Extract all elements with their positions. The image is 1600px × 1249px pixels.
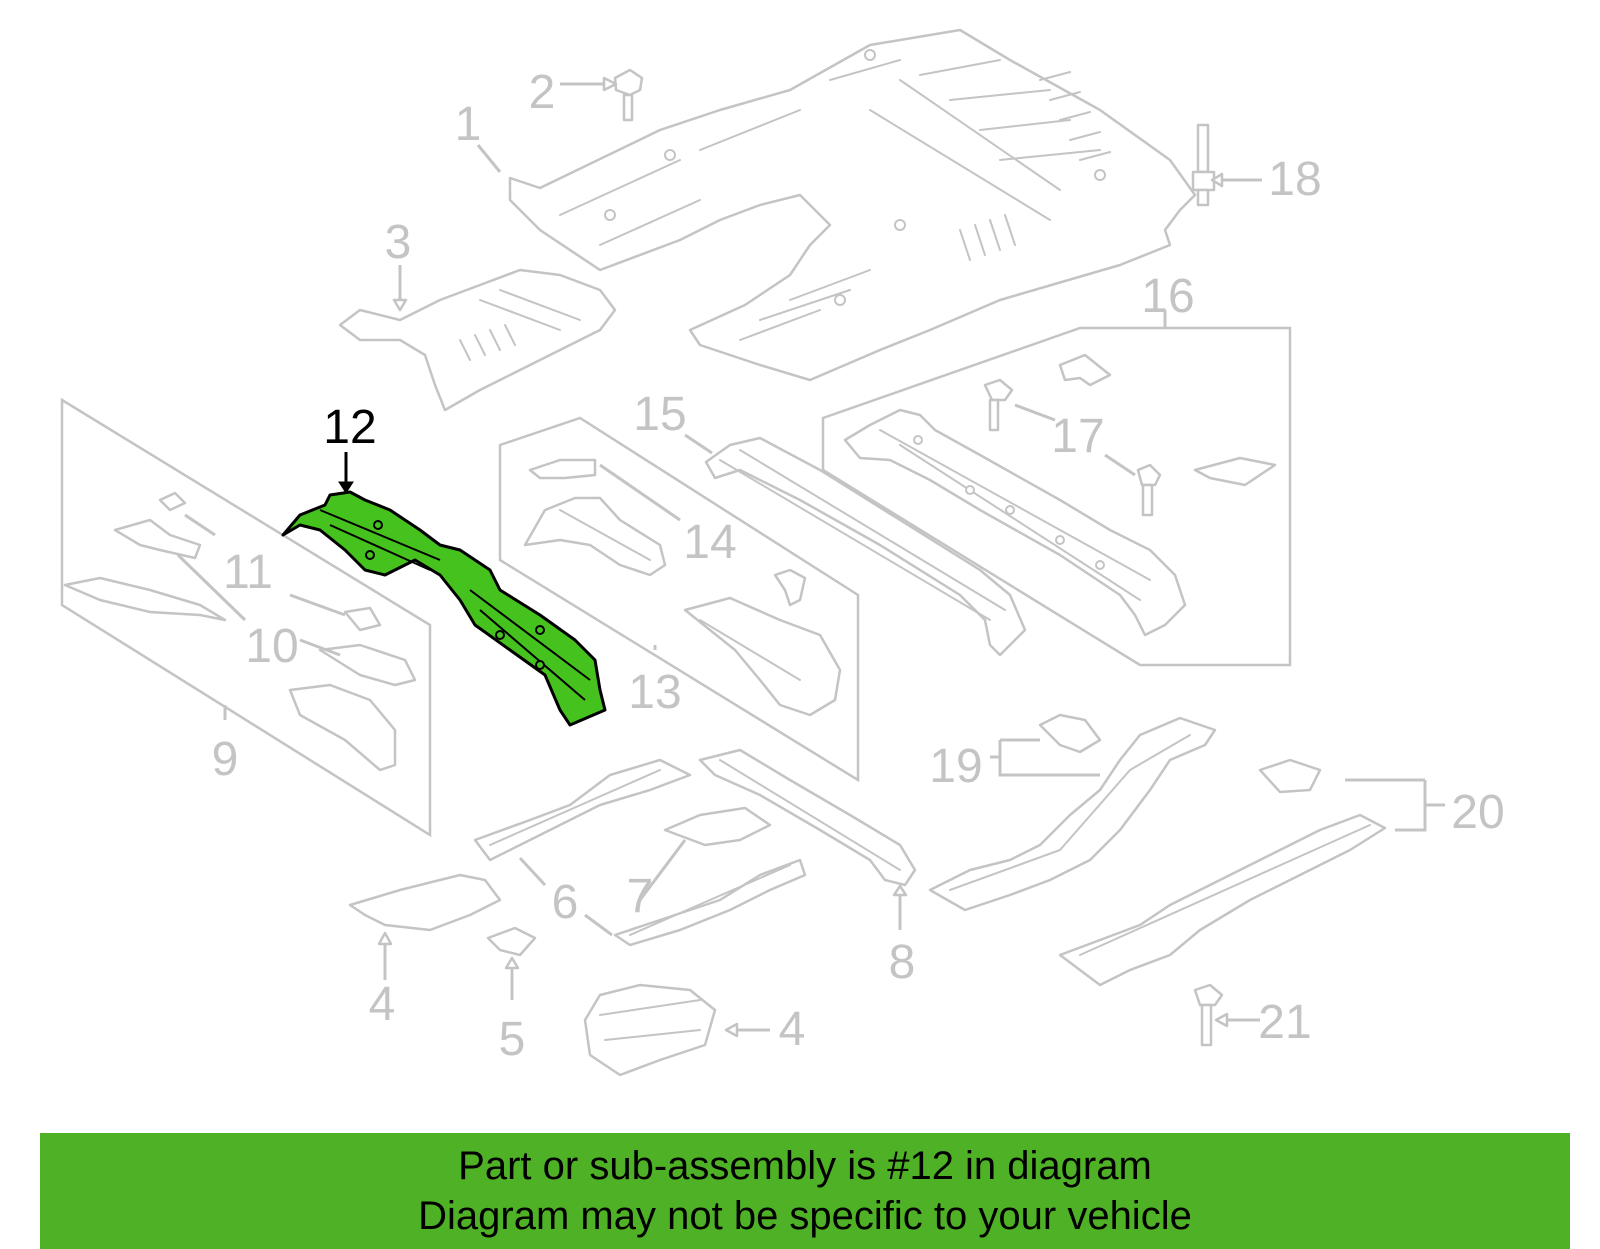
group-13-panel [498,416,860,783]
rail-part-15 [684,433,1027,657]
panel-part-3 [338,265,617,412]
callout-9: 9 [212,733,239,786]
callout-1: 1 [455,98,482,151]
callout-15: 15 [633,388,686,441]
callout-11: 11 [223,546,273,599]
callout-4-right: 4 [779,1003,806,1056]
callout-20: 20 [1451,786,1504,839]
group-9-panel [60,397,432,838]
group-16-panel [821,310,1292,667]
callout-4-left: 4 [369,978,396,1031]
callout-7: 7 [627,870,654,923]
callout-10: 10 [245,620,298,673]
banner-line-2: Diagram may not be specific to your vehi… [418,1194,1192,1238]
bolt-part-18 [1191,123,1262,207]
callout-19: 19 [929,740,982,793]
callout-16: 16 [1141,270,1194,323]
callout-18: 18 [1268,153,1321,206]
banner-line-1: Part or sub-assembly is #12 in diagram [458,1144,1152,1188]
callout-3: 3 [385,216,412,269]
parts-diagram: 1 2 3 9 10 11 12 13 14 15 16 17 18 19 20… [60,28,1505,1077]
callout-13: 13 [628,666,681,719]
callout-14: 14 [683,516,736,569]
right-parts [928,713,1445,1047]
callout-8: 8 [889,936,916,989]
callout-21: 21 [1258,996,1311,1049]
highlighted-part-12 [281,452,607,727]
bolt-part-2 [560,68,644,122]
info-banner: Part or sub-assembly is #12 in diagram D… [40,1133,1570,1249]
callout-2: 2 [529,66,556,119]
callout-6: 6 [552,876,579,929]
lower-parts [348,748,917,1077]
callout-5: 5 [499,1013,526,1066]
callout-12: 12 [323,401,376,454]
floor-pan-part-1 [508,28,1197,382]
callout-17: 17 [1051,410,1104,463]
